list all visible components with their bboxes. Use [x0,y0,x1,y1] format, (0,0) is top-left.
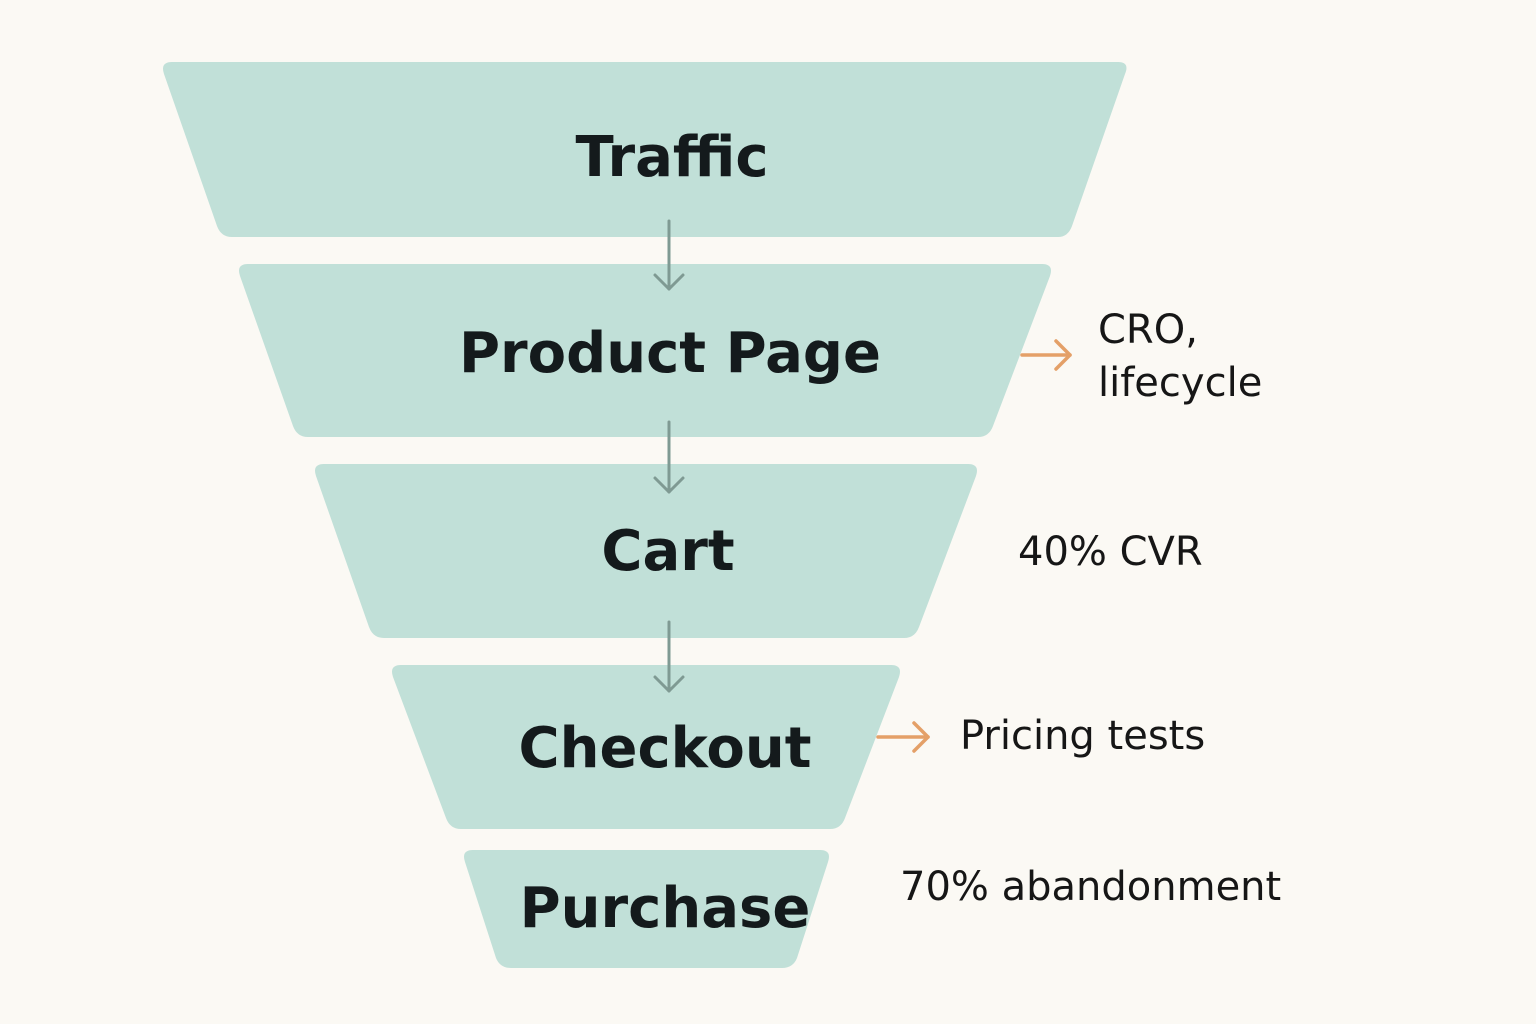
note-product-page-line2: lifecycle [1098,360,1262,406]
stage-label-purchase: Purchase [520,876,811,941]
note-product-page-line1: CRO, [1098,307,1198,353]
stage-shape-purchase [464,850,829,968]
stage-label-cart: Cart [601,519,734,584]
stage-shape-product-page [239,264,1051,437]
funnel-stage-traffic: Traffic [163,62,1127,237]
note-checkout: Pricing tests [960,713,1205,759]
stage-label-traffic: Traffic [575,125,768,190]
note-cart: 40% CVR [1018,529,1203,575]
stage-shape-traffic [163,62,1127,237]
funnel-stage-checkout: Checkout [392,665,900,829]
callout-arrow-product-page [1020,339,1072,371]
funnel-stage-purchase: Purchase [464,850,829,968]
callout-arrow-checkout [876,721,930,753]
stage-shape-checkout [392,665,900,829]
stage-label-checkout: Checkout [519,716,812,781]
funnel-stage-cart: Cart [315,464,977,638]
flow-arrow-product-to-cart [653,420,685,494]
flow-arrow-traffic-to-product [653,219,685,291]
note-purchase: 70% abandonment [900,864,1281,910]
flow-arrow-cart-to-checkout [653,620,685,693]
stage-shape-cart [315,464,977,638]
funnel-stage-product-page: Product Page [239,264,1051,437]
stage-label-product-page: Product Page [459,321,881,386]
